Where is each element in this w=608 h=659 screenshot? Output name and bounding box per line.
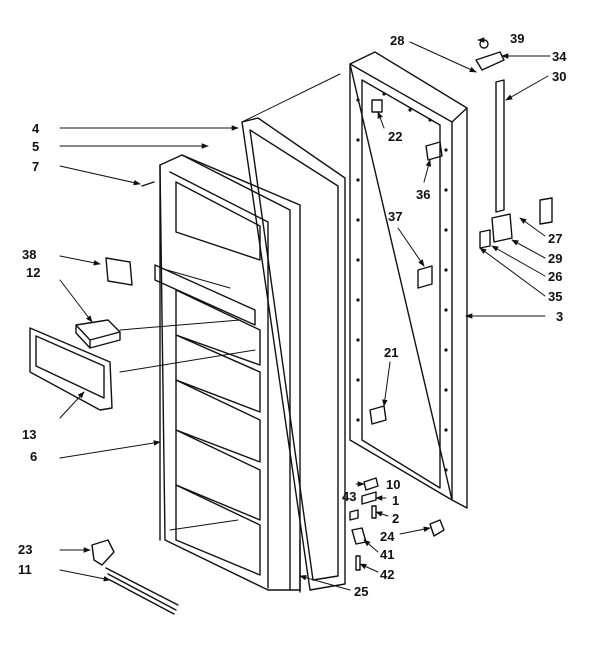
label-2: 2 xyxy=(392,511,400,526)
part-38-plate xyxy=(105,257,133,286)
label-34: 34 xyxy=(552,49,567,64)
part-10-washer xyxy=(363,477,379,491)
label-12: 12 xyxy=(26,265,41,280)
label-7: 7 xyxy=(32,159,40,174)
label-10: 10 xyxy=(386,477,401,492)
label-30: 30 xyxy=(552,69,567,84)
label-41: 41 xyxy=(380,547,395,562)
label-5: 5 xyxy=(32,139,40,154)
label-43: 43 xyxy=(342,489,357,504)
label-23: 23 xyxy=(18,542,33,557)
label-6: 6 xyxy=(30,449,38,464)
label-29: 29 xyxy=(548,251,563,266)
part-42-screw xyxy=(355,555,361,571)
door-liner xyxy=(154,154,301,591)
label-4: 4 xyxy=(32,121,40,136)
label-38: 38 xyxy=(22,247,37,262)
part-41-bushing xyxy=(351,527,367,545)
part-11-strip xyxy=(105,567,179,615)
label-27: 27 xyxy=(548,231,563,246)
label-39: 39 xyxy=(510,31,525,46)
label-1: 1 xyxy=(392,493,400,508)
part-7-screw xyxy=(141,181,155,187)
part-30-handle xyxy=(495,79,505,213)
label-35: 35 xyxy=(548,289,563,304)
label-13: 13 xyxy=(22,427,37,442)
part-21-bracket xyxy=(369,405,387,425)
part-23-hinge xyxy=(91,539,115,566)
part-13-frame xyxy=(29,327,113,411)
label-42: 42 xyxy=(380,567,395,582)
label-28: 28 xyxy=(390,33,405,48)
part-26-shim xyxy=(479,229,491,249)
part-36-clip xyxy=(425,141,443,161)
outer-door-panel xyxy=(349,51,468,509)
label-36: 36 xyxy=(416,187,431,202)
part-39-screw xyxy=(479,39,489,49)
label-11: 11 xyxy=(18,562,32,577)
door-gasket xyxy=(241,117,346,593)
label-37: 37 xyxy=(388,209,403,224)
leader-lines xyxy=(59,37,551,591)
part-12-cup xyxy=(75,319,121,349)
part-29-hinge xyxy=(491,213,513,243)
label-25: 25 xyxy=(354,584,369,599)
label-26: 26 xyxy=(548,269,563,284)
part-27-block xyxy=(539,197,553,225)
label-21: 21 xyxy=(384,345,399,360)
label-3: 3 xyxy=(556,309,564,324)
part-24-nut xyxy=(429,519,445,537)
part-43-washer xyxy=(349,509,359,521)
label-24: 24 xyxy=(380,529,395,544)
part-22-plug xyxy=(371,99,383,113)
part-37-plate xyxy=(417,265,433,289)
part-1-pin xyxy=(361,491,377,505)
part-2-screw xyxy=(371,505,377,519)
part-34-bracket xyxy=(475,51,505,71)
label-22: 22 xyxy=(388,129,403,144)
